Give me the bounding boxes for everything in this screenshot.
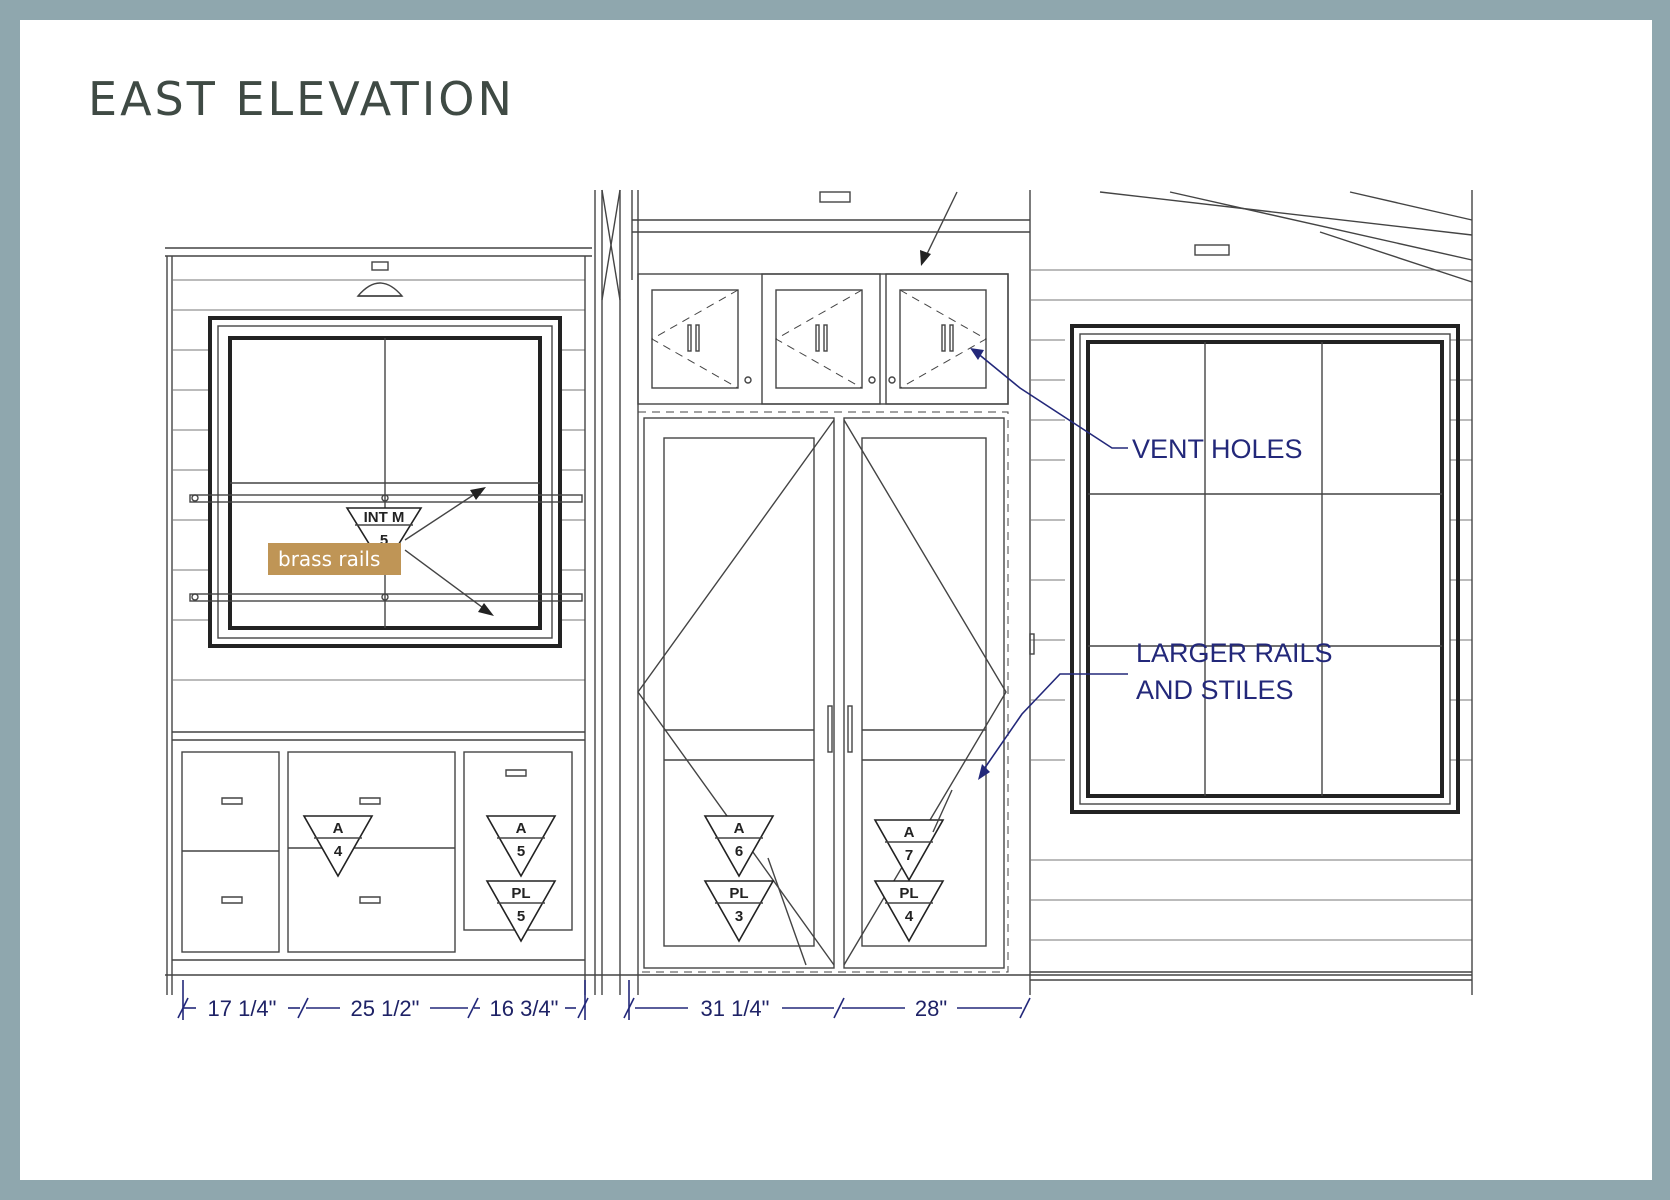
tag-int-m-top: INT M [364, 509, 405, 526]
page-title: EAST ELEVATION [88, 72, 515, 126]
callout-larger-rails: LARGER RAILS AND STILES [978, 638, 1333, 780]
dim-31-1-4: 31 1/4" [701, 996, 770, 1021]
right-wall [1029, 190, 1473, 995]
tag-pl5-top: PL [511, 885, 530, 902]
callout-vent-holes: VENT HOLES [970, 348, 1303, 464]
tag-pl3: PL 3 [703, 880, 775, 943]
dim-28: 28" [915, 996, 947, 1021]
tag-pl4-bottom: 4 [905, 908, 914, 925]
left-cabinet [165, 247, 592, 995]
tag-int-m-bottom: 5 [380, 532, 388, 549]
leader-arrows [404, 191, 958, 966]
dim-25-1-2: 25 1/2" [351, 996, 420, 1021]
center-pantry [594, 189, 1031, 995]
larger-rails-label-2: AND STILES [1136, 675, 1294, 705]
brass-rails-label: brass rails [268, 543, 401, 575]
tag-a7-bottom: 7 [905, 847, 913, 864]
tag-pl5-bottom: 5 [517, 908, 525, 925]
tag-a7-top: A [904, 824, 915, 841]
tag-a4-top: A [333, 820, 344, 837]
tag-a4: A 4 [302, 815, 374, 878]
tag-pl4-top: PL [899, 885, 918, 902]
tag-a7: A 7 [873, 819, 945, 882]
tag-a5-bottom: 5 [517, 843, 525, 860]
larger-rails-label-1: LARGER RAILS [1136, 638, 1333, 668]
tag-int-m: INT M 5 [345, 507, 423, 570]
tag-pl3-top: PL [729, 885, 748, 902]
dimension-line: 17 1/4" 25 1/2" 16 3/4" 31 1/4" 28" [177, 980, 1031, 1021]
tag-a4-bottom: 4 [334, 843, 343, 860]
dim-17-1-4: 17 1/4" [208, 996, 277, 1021]
tag-a5-top: A [516, 820, 527, 837]
tag-pl5: PL 5 [485, 880, 557, 943]
dim-16-3-4: 16 3/4" [490, 996, 559, 1021]
vent-holes-label: VENT HOLES [1132, 434, 1303, 464]
elevation-drawing: INT M 5 A 4 A 5 PL 5 A 6 [165, 189, 1473, 1021]
tag-a6-top: A [734, 820, 745, 837]
page-frame: EAST ELEVATION [20, 20, 1652, 1180]
tag-a5: A 5 [485, 815, 557, 878]
tag-a6-bottom: 6 [735, 843, 743, 860]
tag-a6: A 6 [703, 815, 775, 878]
tag-pl3-bottom: 3 [735, 908, 743, 925]
tag-pl4: PL 4 [873, 880, 945, 943]
